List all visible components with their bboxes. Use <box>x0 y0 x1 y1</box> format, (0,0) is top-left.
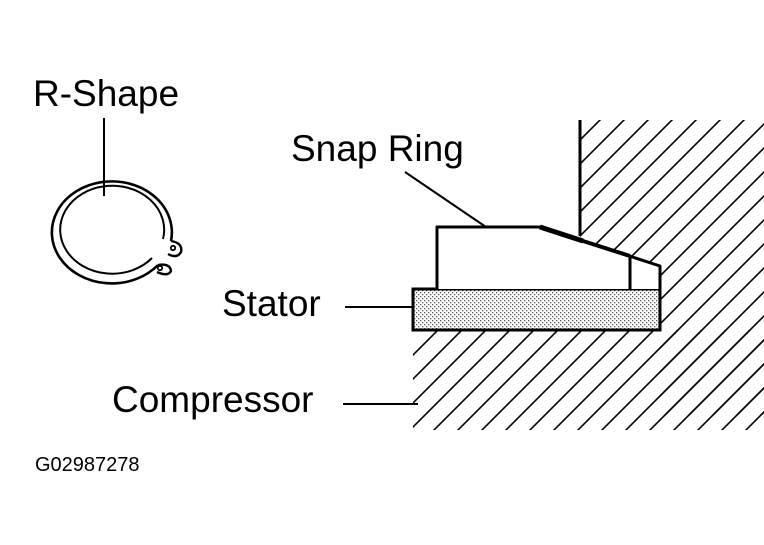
snap-ring-label: Snap Ring <box>291 128 464 169</box>
r-shape-label: R-Shape <box>33 73 179 114</box>
r-shape-ring <box>50 180 183 285</box>
stator <box>411 287 662 332</box>
stator-label: Stator <box>222 283 321 324</box>
snap-ring-leader <box>404 171 487 228</box>
leader-lines <box>103 118 487 405</box>
figure-code-label: G02987278 <box>35 454 140 476</box>
compressor-label: Compressor <box>112 379 314 420</box>
compressor-housing <box>413 120 764 430</box>
snap-ring-section <box>435 224 662 289</box>
